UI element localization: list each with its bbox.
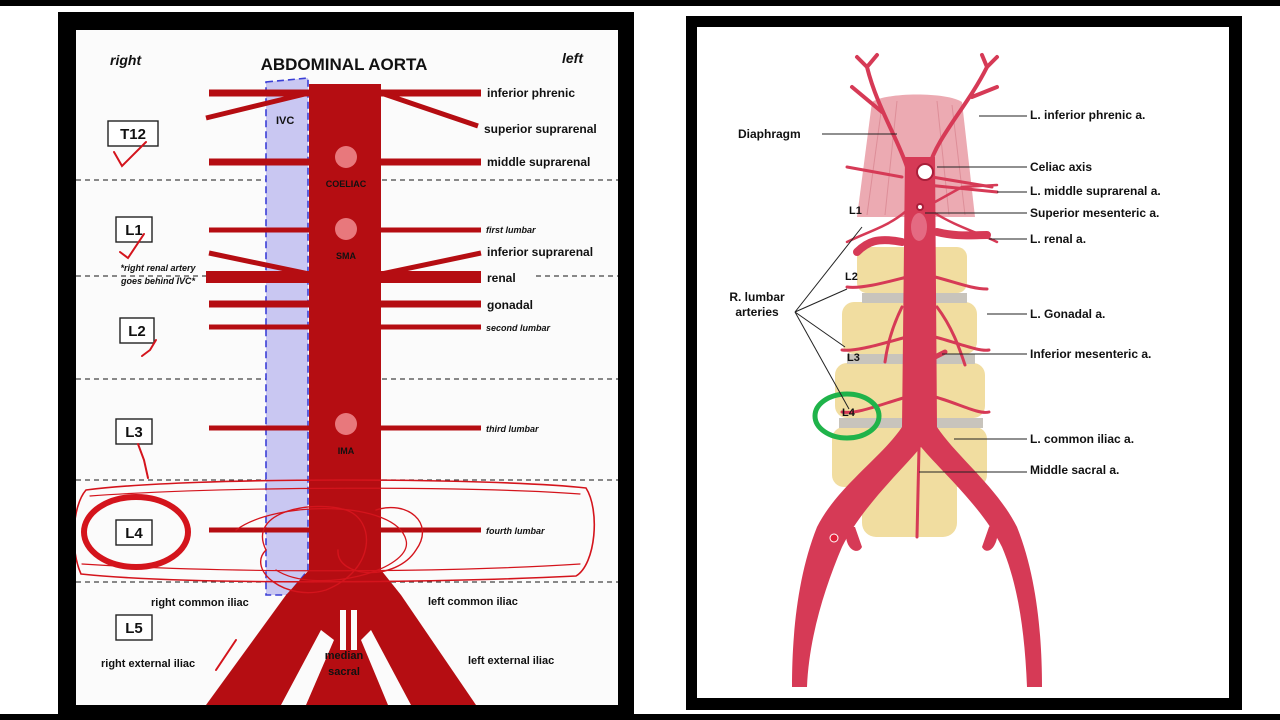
label-l-inferior-phrenic: L. inferior phrenic a.: [1030, 108, 1145, 122]
top-black-bar: [0, 0, 1280, 6]
label-diaphragm: Diaphragm: [738, 127, 801, 141]
renal-note-line-1: *right renal artery: [120, 263, 196, 273]
aorta-illustration: Diaphragm R. lumbar arteries L. inferior…: [729, 53, 1161, 687]
vertebra-l4: L4: [125, 525, 143, 542]
side-right-label: right: [110, 52, 142, 68]
label-celiac-axis: Celiac axis: [1030, 160, 1092, 174]
bottom-black-bar: [0, 714, 1280, 720]
vertebra-l1: L1: [125, 222, 143, 239]
label-right-common-iliac: right common iliac: [151, 597, 249, 609]
label-superior-suprarenal: superior suprarenal: [484, 122, 597, 136]
cursor-dot: [829, 533, 839, 543]
label-third-lumbar: third lumbar: [486, 424, 539, 434]
vertebra-label-l3: L3: [847, 352, 860, 364]
label-left-external-iliac: left external iliac: [468, 655, 554, 667]
label-sacral: sacral: [328, 666, 360, 678]
iliac-gaps: [281, 610, 411, 705]
label-superior-mesenteric: Superior mesenteric a.: [1030, 206, 1159, 220]
abdominal-aorta-diagram: IVC COELIAC SMA IMA ABDOMINAL AORTA righ…: [76, 50, 618, 705]
side-left-label: left: [562, 50, 584, 66]
right-panel: Diaphragm R. lumbar arteries L. inferior…: [697, 27, 1229, 698]
vertebra-l5: L5: [125, 620, 143, 637]
vertebra-l2: L2: [128, 323, 146, 340]
renal-note-line-2: goes behind IVC*: [120, 276, 196, 286]
label-second-lumbar: second lumbar: [486, 323, 551, 333]
label-inferior-suprarenal: inferior suprarenal: [487, 245, 593, 259]
vertebra-label-l4: L4: [842, 407, 856, 419]
l4-highlight-circle: [812, 391, 882, 441]
label-renal: renal: [487, 271, 516, 285]
left-panel: IVC COELIAC SMA IMA ABDOMINAL AORTA righ…: [76, 30, 618, 705]
label-fourth-lumbar: fourth lumbar: [486, 526, 545, 536]
label-gonadal: gonadal: [487, 298, 533, 312]
label-r-lumbar: R. lumbar: [729, 290, 785, 304]
label-right-external-iliac: right external iliac: [101, 658, 195, 670]
label-median: median: [325, 650, 364, 662]
label-inferior-mesenteric: Inferior mesenteric a.: [1030, 347, 1151, 361]
sma-origin: [911, 213, 927, 241]
branches: [205, 89, 482, 533]
label-left-common-iliac: left common iliac: [428, 596, 518, 608]
label-l-middle-suprarenal: L. middle suprarenal a.: [1030, 184, 1161, 198]
label-arteries: arteries: [735, 305, 779, 319]
label-l-renal: L. renal a.: [1030, 232, 1086, 246]
label-middle-sacral: Middle sacral a.: [1030, 463, 1119, 477]
coeliac-label: COELIAC: [326, 179, 367, 189]
diagram-title: ABDOMINAL AORTA: [261, 55, 428, 74]
hand-annotations: [76, 141, 596, 671]
label-first-lumbar: first lumbar: [486, 225, 536, 235]
ivc-label: IVC: [276, 115, 294, 127]
ima-label: IMA: [338, 446, 355, 456]
vertebra-t12: T12: [120, 126, 146, 143]
leader-lines: [794, 115, 1027, 473]
vertebra-boxes: [107, 120, 159, 641]
vertebra-label-l1: L1: [849, 205, 862, 217]
sma-label: SMA: [336, 251, 357, 261]
label-middle-suprarenal: middle suprarenal: [487, 155, 590, 169]
aorta-main: [792, 157, 1042, 687]
label-l-common-iliac: L. common iliac a.: [1030, 432, 1134, 446]
trunk-origins: [335, 146, 357, 435]
vertebra-l3: L3: [125, 424, 143, 441]
vessel-openings: [916, 163, 934, 211]
vertebra-label-l2: L2: [845, 271, 858, 283]
label-l-gonadal: L. Gonadal a.: [1030, 307, 1105, 321]
label-inferior-phrenic: inferior phrenic: [487, 86, 575, 100]
ivc-vessel: [265, 77, 309, 596]
